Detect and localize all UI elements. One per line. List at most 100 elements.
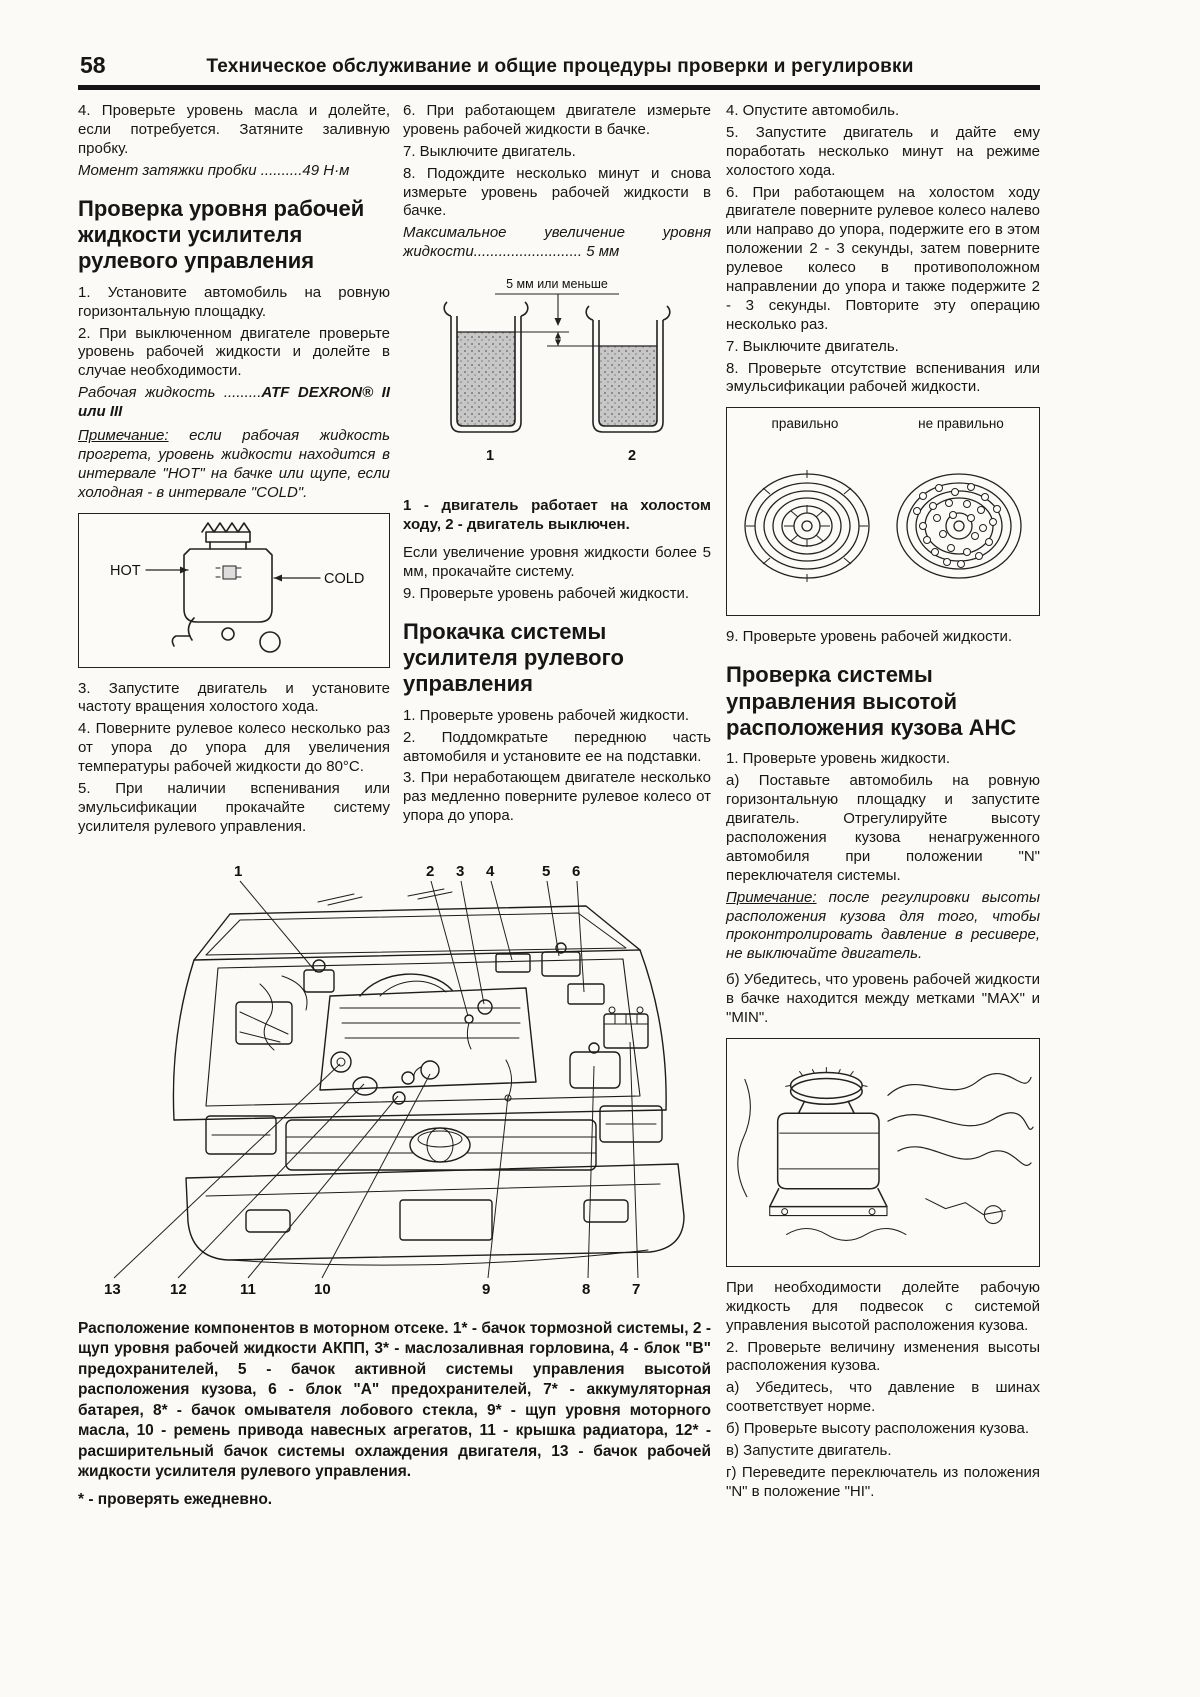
wipers: [317, 888, 453, 906]
left-headlight: [205, 1115, 277, 1155]
note-label: Примечание:: [726, 888, 817, 906]
note-label: Примечание:: [78, 426, 169, 444]
oil-filler-cap: [477, 999, 493, 1015]
cap-wings: [201, 521, 251, 533]
callout-10: 10: [314, 1281, 331, 1298]
bleed-step-2: 2. Поддомкратьте переднюю часть автомоби…: [403, 728, 711, 765]
engine-block: [319, 987, 537, 1091]
figure-foam-check: правильно не правильно: [726, 407, 1040, 617]
callout-2: 2: [426, 863, 434, 880]
para-refill: При необходимости долейте рабочую жидкос…: [726, 1278, 1040, 1334]
step-5-start: 5. Запустите двигатель и дайте ему пораб…: [726, 123, 1040, 179]
label-hot: HOT: [110, 563, 141, 579]
callout-6: 6: [572, 863, 580, 880]
ahc-reservoir-illustration: [737, 1066, 1034, 1241]
level-comparison-illustration: 5 мм или меньше: [443, 277, 671, 464]
ahc-step-1b: б) Убедитесь, что уровень рабочей жидкос…: [726, 971, 1040, 1026]
reservoir-body: [183, 547, 273, 623]
figure-hot-cold-reservoir: HOT COLD: [78, 512, 390, 668]
ahc-step-2d: г) Переведите переключатель из положения…: [726, 1463, 1040, 1500]
car-front-drawing: [172, 888, 685, 1266]
step-3: 3. Запустите двигатель и установите част…: [78, 679, 390, 716]
expansion-tank: [352, 1076, 378, 1096]
ahc-step-2a: а) Убедитесь, что давление в шинах соотв…: [726, 1379, 1040, 1416]
fluid-spec: Рабочая жидкость .........ATF DEXRON® II…: [78, 384, 390, 422]
step-4-lower: 4. Опустите автомобиль.: [726, 102, 900, 119]
reservoir-top-correct: [744, 470, 870, 583]
ahc-step-2b: б) Проверьте высоту расположения кузова.: [726, 1420, 1030, 1438]
step-9-check-level: 9. Проверьте уровень рабочей жидкости.: [726, 628, 1013, 646]
intake-hose: [359, 973, 453, 997]
fuse-box-b: [495, 953, 531, 973]
figure-caption-levels: 1 - двигатель работает на холостом ходу,…: [403, 497, 711, 534]
fuse-box-a: [567, 983, 605, 1005]
note-text: после регулировки высоты расположения ку…: [726, 888, 1040, 963]
note-text: если рабочая жидкость прогрета, уровень …: [78, 426, 391, 501]
section-heading-bleeding: Прокачка системы усилителя рулевого упра…: [403, 618, 624, 697]
step-1: 1. Установите автомобиль на ровную гориз…: [78, 283, 390, 320]
callouts-top: 1 2 3 4 5 6: [234, 863, 580, 880]
right-headlight: [599, 1105, 663, 1143]
engine-bay-hose: [887, 1072, 1032, 1096]
engine-figure-footnote: * - проверять ежедневно.: [78, 1490, 273, 1508]
hot-arrow: [180, 566, 188, 574]
foam-check-illustration: правильно не правильно: [744, 416, 1022, 583]
step-5: 5. При наличии вспенивания или эмульсифи…: [78, 779, 390, 835]
engine-bay-opening: [205, 958, 641, 1107]
callout-5: 5: [542, 863, 550, 880]
ahc-step-1a: а) Поставьте автомобиль на ровную горизо…: [726, 772, 1040, 884]
cup-number-2: 2: [628, 448, 636, 464]
callout-9: 9: [482, 1281, 490, 1298]
note-hot-cold: Примечание: если рабочая жидкость прогре…: [78, 427, 390, 503]
reservoir-body: [776, 1112, 880, 1190]
license-plate-area: [399, 1199, 493, 1241]
callout-4: 4: [486, 863, 495, 880]
figure-level-comparison: 5 мм или меньше: [403, 272, 711, 485]
cold-arrow: [274, 574, 282, 582]
engine-compartment-illustration: 1 2 3 4 5 6 13 12 11 10 9 8 7: [104, 863, 685, 1298]
step-6: 6. При работающем двигателе измерьте уро…: [403, 102, 711, 138]
reservoir-top-incorrect: [896, 473, 1022, 580]
page-title: Техническое обслуживание и общие процеду…: [206, 56, 914, 77]
foam-bubbles: [913, 483, 1001, 569]
callout-12: 12: [170, 1281, 187, 1298]
cup-number-1: 1: [486, 448, 494, 464]
oil-dipstick: [505, 1059, 512, 1099]
hot-cold-reservoir-illustration: HOT COLD: [110, 521, 364, 653]
callout-1: 1: [234, 863, 242, 880]
step-7-stop: 7. Выключите двигатель.: [726, 337, 899, 355]
callout-leader-lines: [113, 880, 639, 1279]
left-fender: [172, 959, 195, 1121]
fluid-spec-label: Рабочая жидкость .........: [78, 384, 262, 402]
dim-pointer-arrow: [554, 318, 562, 327]
step-6-turn: 6. При работающем на холостом ходу двига…: [726, 183, 1040, 333]
fluid-spec-value: ATF DEXRON® II или III: [78, 384, 390, 421]
drive-belt-pulley: [420, 1060, 440, 1080]
bumper: [185, 1163, 685, 1261]
para-bleed-if: Если увеличение уровня жидкости более 5 …: [403, 543, 711, 580]
callouts-bottom: 13 12 11 10 9 8 7: [104, 1281, 640, 1298]
step-8-check-foam: 8. Проверьте отсутствие вспенивания или …: [726, 359, 1040, 396]
cup-engine-running: [443, 301, 529, 433]
cup-engine-off: [585, 305, 671, 433]
callout-7: 7: [632, 1281, 640, 1298]
note-ahc: Примечание: после регулировки высоты рас…: [726, 889, 1040, 965]
left-fog-lamp: [245, 1209, 291, 1233]
callout-13: 13: [104, 1281, 121, 1298]
brake-fluid-reservoir: [303, 969, 335, 993]
label-cold: COLD: [324, 571, 364, 587]
column-left: 4. Проверьте уровень масла и долейте, ес…: [78, 102, 390, 840]
step-oil-level: 4. Проверьте уровень масла и долейте, ес…: [78, 102, 390, 157]
step-8: 8. Подождите несколько минут и снова изм…: [403, 164, 711, 220]
callout-11: 11: [240, 1281, 256, 1298]
header-rule: [78, 85, 1040, 90]
torque-spec: Момент затяжки пробки ..........49 Н·м: [78, 161, 350, 179]
column-middle: 6. При работающем двигателе измерьте уро…: [403, 102, 711, 829]
page-number: 58: [80, 52, 106, 78]
grille: [285, 1119, 597, 1171]
emblem: [409, 1127, 471, 1163]
level-dimension: [515, 331, 599, 347]
label-5mm-or-less: 5 мм или меньше: [506, 277, 608, 291]
max-increase-spec: Максимальное увеличение уровня жидкости.…: [403, 224, 711, 261]
